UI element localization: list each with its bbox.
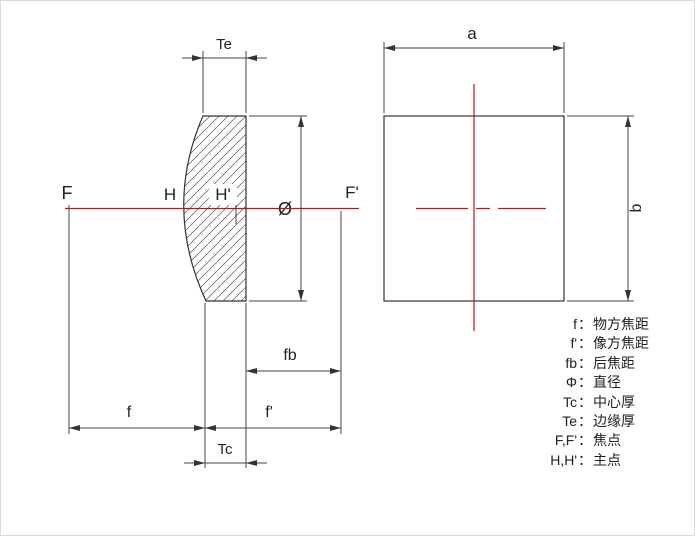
te-label: Te (216, 36, 232, 53)
fb-dimension (246, 368, 341, 374)
tc-dimension (184, 460, 267, 466)
label-H-prime: H' (215, 185, 231, 204)
legend-symbol: fb (565, 354, 577, 371)
label-F-prime: F' (345, 183, 359, 202)
legend-symbol: Te (562, 412, 577, 429)
legend-term: 中心厚 (593, 393, 635, 410)
a-label: a (467, 24, 477, 43)
b-label: b (628, 203, 645, 212)
legend-separator: ： (578, 451, 592, 468)
legend-symbol: f (573, 316, 577, 332)
legend-separator: ： (578, 335, 592, 352)
legend-term: 像方焦距 (593, 335, 649, 352)
legend-symbol: Φ (565, 374, 577, 391)
legend-symbol: Tc (563, 393, 577, 410)
f-prime-label: f' (265, 404, 273, 421)
legend-separator: ： (578, 432, 592, 449)
legend-separator: ： (578, 393, 592, 410)
legend-term: 边缘厚 (593, 412, 635, 429)
legend-row: fb ： 后焦距 (539, 354, 649, 373)
legend-row: f' ： 像方焦距 (539, 334, 649, 353)
legend-separator: ： (578, 412, 592, 429)
legend-separator: ： (578, 374, 592, 391)
te-dimension (182, 51, 267, 113)
label-H: H (164, 185, 176, 204)
legend-row: f ： 物方焦距 (539, 315, 649, 334)
label-F: F (62, 183, 73, 203)
legend: f ： 物方焦距 f' ： 像方焦距 fb ： 后焦距 Φ ： 直径 Tc ： … (539, 315, 649, 470)
label-backplate (209, 184, 237, 205)
a-dimension (383, 42, 565, 113)
legend-symbol: H,H' (550, 451, 577, 468)
fb-label: fb (283, 347, 296, 364)
legend-separator: ： (578, 316, 592, 332)
legend-symbol: f' (570, 335, 577, 352)
legend-row: F,F' ： 焦点 (539, 431, 649, 450)
legend-term: 后焦距 (593, 354, 635, 371)
tc-label: Tc (218, 441, 234, 458)
legend-row: Φ ： 直径 (539, 373, 649, 392)
legend-row: Te ： 边缘厚 (539, 412, 649, 431)
legend-term: 物方焦距 (593, 316, 649, 332)
f-label: f (127, 404, 132, 421)
legend-row: H,H' ： 主点 (539, 451, 649, 470)
f-dimension (69, 425, 205, 431)
legend-symbol: F,F' (554, 432, 577, 449)
b-dimension (567, 115, 634, 302)
legend-row: Tc ： 中心厚 (539, 393, 649, 412)
f-prime-dimension (205, 425, 341, 431)
legend-term: 直径 (593, 374, 621, 391)
legend-separator: ： (578, 354, 592, 371)
legend-term: 主点 (593, 451, 621, 468)
legend-term: 焦点 (593, 432, 621, 449)
